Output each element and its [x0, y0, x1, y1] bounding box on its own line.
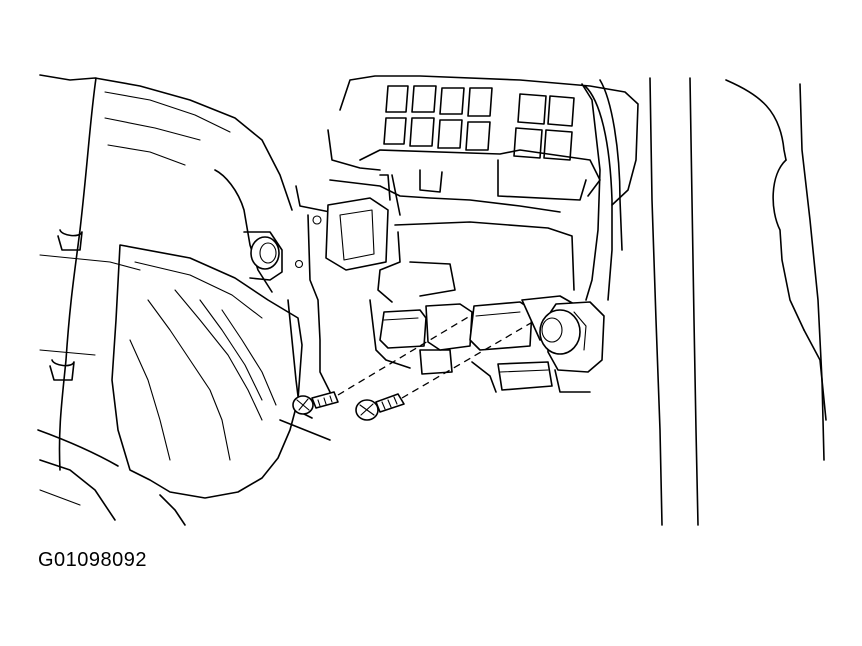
screw-right	[356, 394, 404, 420]
lower-trim	[160, 420, 330, 525]
hvac-case-upper	[296, 76, 638, 300]
screws	[293, 316, 536, 420]
right-pillar	[585, 78, 826, 525]
screw-left	[293, 392, 338, 414]
left-body-panel	[38, 75, 292, 520]
mounting-bracket	[296, 175, 401, 392]
vent-grille	[384, 86, 574, 160]
duct-shroud	[112, 170, 312, 498]
harness-clip	[540, 302, 604, 372]
relay-connector-left	[380, 304, 472, 374]
relay-block	[370, 222, 604, 392]
figure-id-label: G01098092	[38, 549, 148, 571]
install-line-left	[338, 316, 470, 395]
install-line-right	[402, 320, 536, 398]
